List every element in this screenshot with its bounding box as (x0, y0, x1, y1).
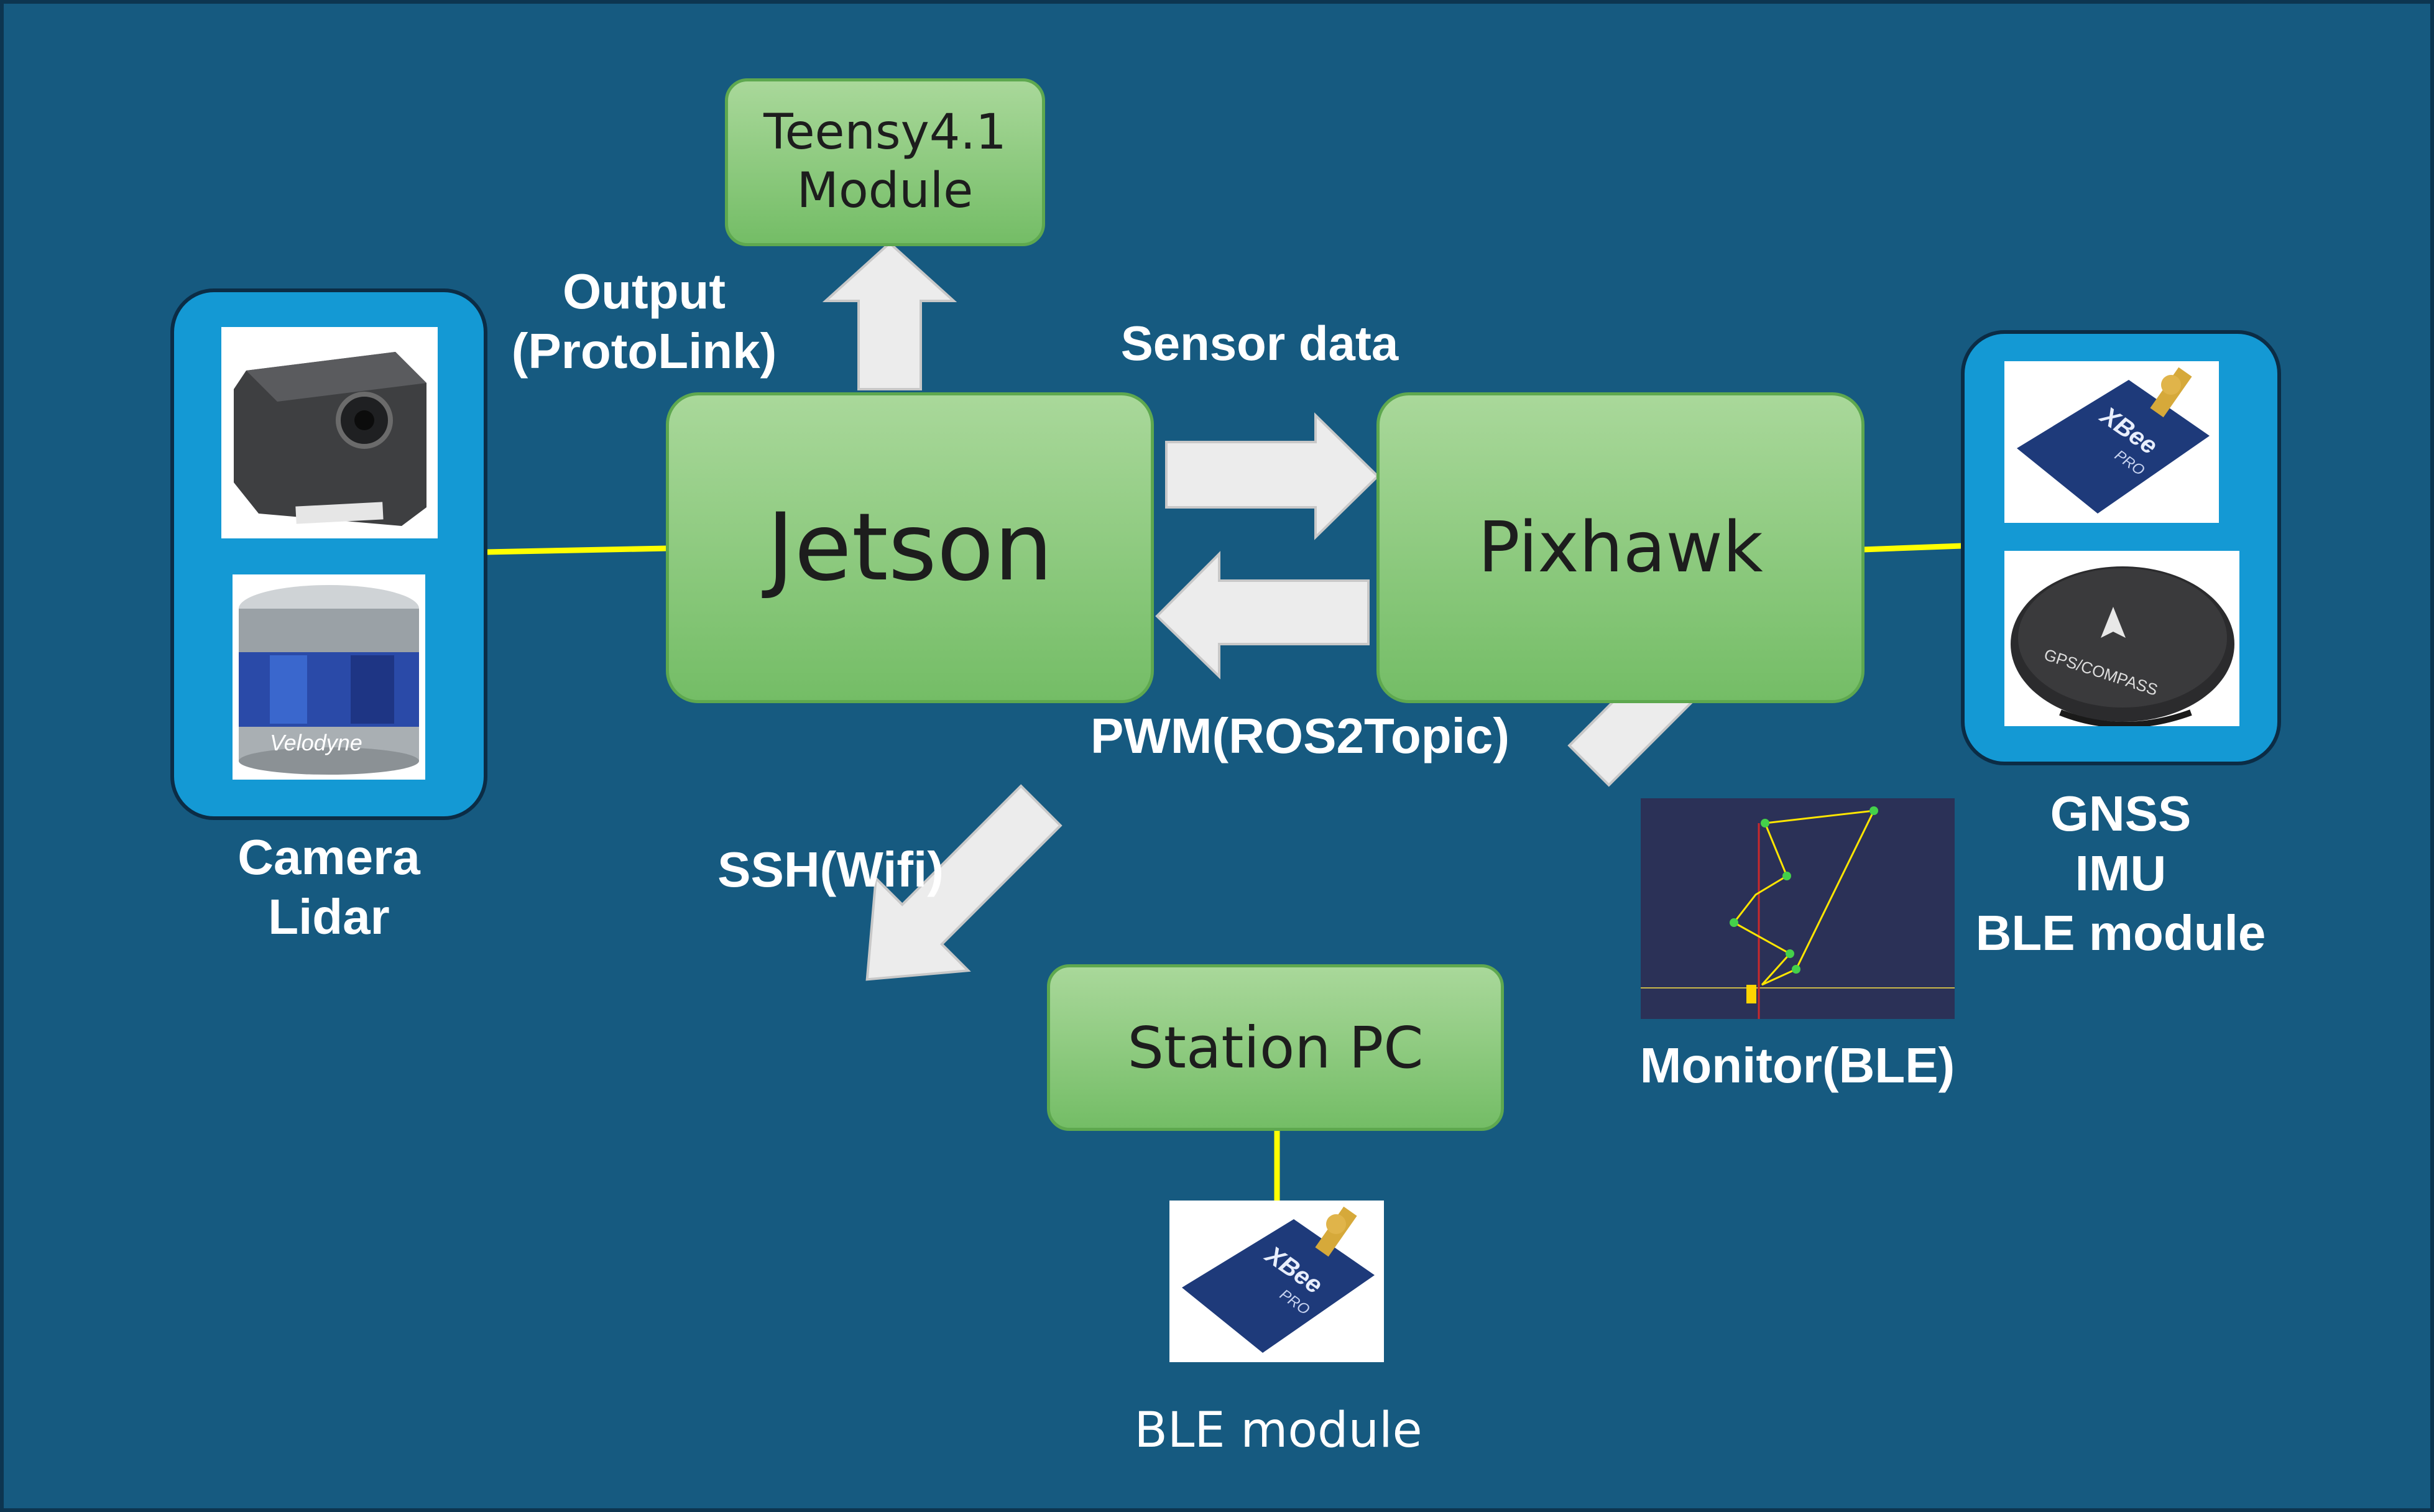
monitor-screenshot (1641, 798, 1955, 1019)
lidar-image: Velodyne (233, 574, 425, 780)
camera-icon (234, 352, 426, 526)
arrow-output-up (822, 241, 957, 390)
xbee-icon (2017, 367, 2210, 514)
gps-compass-image: GPS/COMPASS (2004, 551, 2239, 726)
lidar-brand-text: Velodyne (270, 730, 362, 755)
line-camera-jetson (485, 545, 668, 555)
label-sensor-data: Sensor data (1120, 316, 1399, 371)
label-ble-module: BLE module (1134, 1403, 1422, 1459)
label-monitor: Monitor(BLE) (1639, 1038, 1955, 1093)
label-gnss-imu-ble: GNSS IMU BLE module (1975, 786, 2266, 961)
gps-puck-icon (2011, 566, 2234, 726)
node-jetson: Jetson (666, 392, 1154, 703)
node-pixhawk: Pixhawk (1376, 392, 1865, 703)
node-station-pc: Station PC (1047, 964, 1504, 1131)
lidar-icon (239, 585, 419, 775)
xbee-image-gnss: XBee PRO (2004, 361, 2219, 523)
monitor-map-icon (1641, 806, 1955, 1019)
arrow-ssh-diagonal (865, 784, 1063, 981)
label-ssh: SSH(Wifi) (717, 842, 944, 897)
arrow-pwm-left (1155, 551, 1370, 680)
line-pixhawk-gnss (1862, 543, 1963, 553)
arrow-sensor-data-right (1165, 412, 1380, 540)
xbee-icon-station (1182, 1206, 1375, 1353)
node-teensy: Teensy4.1 Module (725, 78, 1045, 246)
label-output: Output (ProtoLink) (511, 264, 777, 379)
label-camera-lidar: Camera Lidar (237, 829, 420, 944)
label-pwm: PWM(ROS2Topic) (1090, 708, 1510, 763)
camera-image (221, 327, 438, 538)
xbee-image-station: XBee PRO (1169, 1201, 1384, 1362)
